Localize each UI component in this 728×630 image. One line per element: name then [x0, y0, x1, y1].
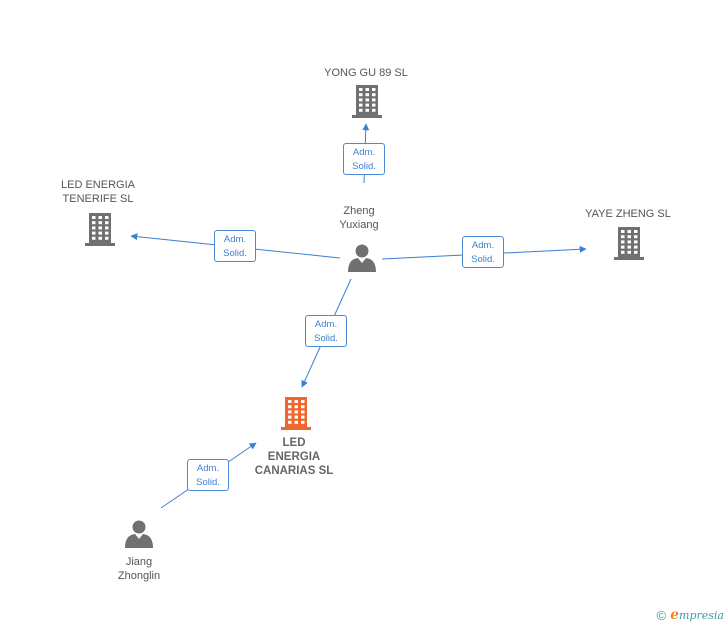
relation-badge-jiang-zhonglin-to-led-canarias[interactable]: Adm. Solid. — [187, 459, 229, 491]
relation-type: Solid. — [314, 333, 338, 344]
copyright-symbol: © — [656, 607, 667, 623]
relation-type: Solid. — [196, 477, 220, 488]
relation-badge-zheng-yuxiang-to-led-canarias[interactable]: Adm. Solid. — [305, 315, 347, 347]
relation-role: Adm. — [314, 319, 338, 330]
relation-role: Adm. — [223, 234, 247, 245]
node-label-zheng-yuxiang[interactable]: Zheng Yuxiang — [339, 205, 379, 231]
node-label-yong-gu[interactable]: YONG GU 89 SL — [324, 67, 408, 79]
empresia-logo: empresia — [670, 607, 724, 623]
building-icon-yaye-zheng[interactable] — [614, 227, 644, 260]
node-label-yaye-zheng[interactable]: YAYE ZHENG SL — [585, 208, 671, 220]
node-label-jiang-zhonglin[interactable]: Jiang Zhonglin — [117, 556, 161, 582]
relation-role: Adm. — [196, 463, 220, 474]
building-icon-led-canarias[interactable] — [281, 397, 311, 430]
relation-role: Adm. — [471, 240, 495, 251]
building-icon-yong-gu[interactable] — [352, 85, 382, 118]
empresia-brand[interactable]: © empresia — [657, 606, 724, 624]
person-icon-zheng-yuxiang[interactable] — [348, 244, 376, 273]
relation-badge-zheng-yuxiang-to-yaye-zheng[interactable]: Adm. Solid. — [462, 236, 504, 268]
relation-badge-zheng-yuxiang-to-yong-gu[interactable]: Adm. Solid. — [343, 143, 385, 175]
person-icon-jiang-zhonglin[interactable] — [125, 520, 153, 549]
relation-role: Adm. — [352, 147, 376, 158]
relation-type: Solid. — [223, 248, 247, 259]
relation-badge-zheng-yuxiang-to-led-tenerife[interactable]: Adm. Solid. — [214, 230, 256, 262]
node-label-led-canarias[interactable]: LED ENERGIA CANARIAS SL — [254, 437, 334, 477]
building-icon-led-tenerife[interactable] — [85, 213, 115, 246]
relation-type: Solid. — [352, 161, 376, 172]
relation-type: Solid. — [471, 254, 495, 265]
node-label-led-tenerife[interactable]: LED ENERGIA TENERIFE SL — [61, 179, 135, 205]
